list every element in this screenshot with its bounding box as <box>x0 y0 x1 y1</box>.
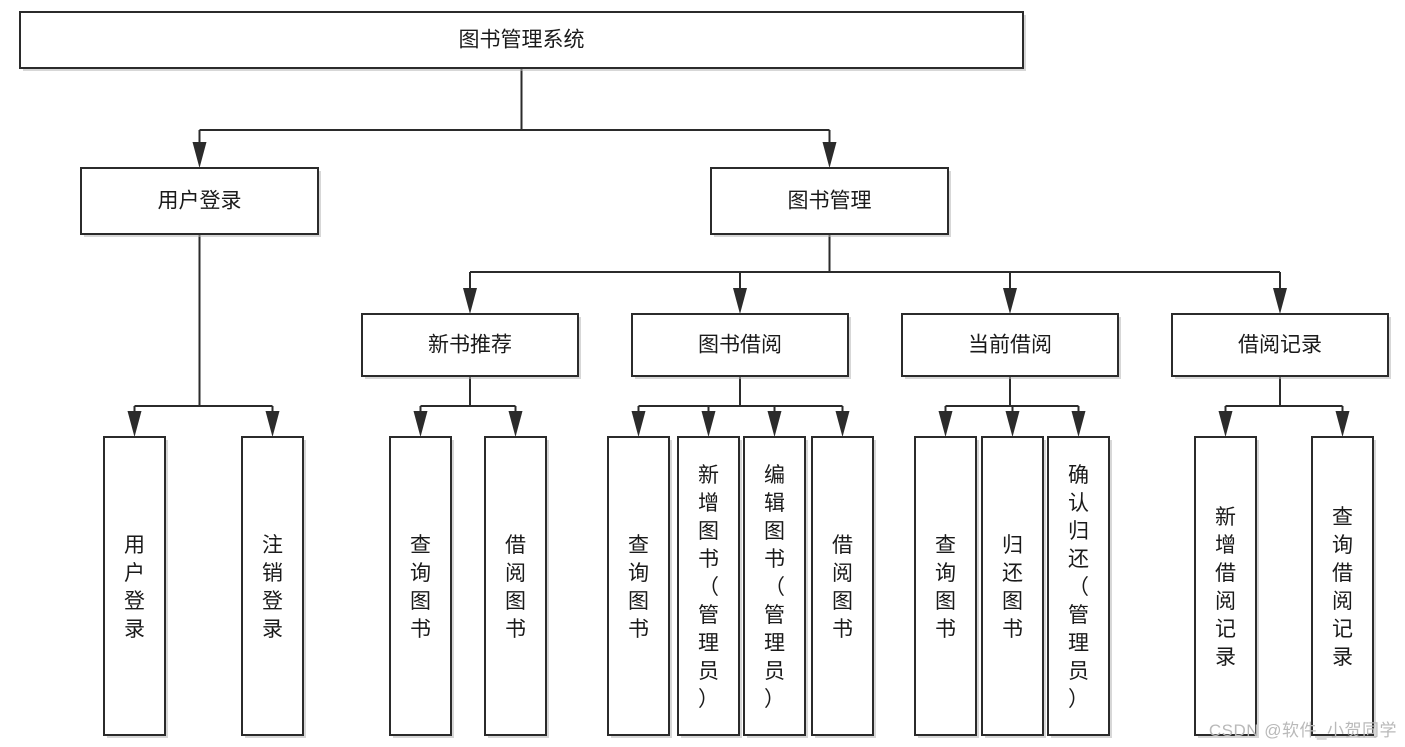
arrow-head-leaf-logout <box>265 411 280 437</box>
node-label-leaf-query-book-2: 查询图书 <box>628 534 649 641</box>
node-label-leaf-user-login: 用户登录 <box>124 534 145 641</box>
node-box-leaf-confirm-return[interactable] <box>1046 435 1111 737</box>
node-box-leaf-query-book-3[interactable] <box>913 435 978 737</box>
connector-group-bus-new-book <box>413 376 523 437</box>
node-leaf-query-book-1[interactable]: 查询图书 <box>388 435 454 738</box>
connector-group-bus-user-login <box>127 234 280 437</box>
node-label-book-borrow: 图书借阅 <box>698 334 782 357</box>
node-leaf-query-book-3[interactable]: 查询图书 <box>913 435 979 738</box>
node-new-book-recommend[interactable]: 新书推荐 <box>360 312 581 379</box>
arrow-head-leaf-borrow-book-2 <box>835 411 850 437</box>
node-leaf-add-record[interactable]: 新增借阅记录 <box>1193 435 1259 738</box>
node-label-leaf-logout: 注销登录 <box>262 534 283 641</box>
node-user-login[interactable]: 用户登录 <box>79 166 321 237</box>
arrow-head-leaf-query-book-3 <box>938 411 953 437</box>
arrow-head-leaf-query-book-1 <box>413 411 428 437</box>
node-leaf-return-book[interactable]: 归还图书 <box>980 435 1046 738</box>
node-box-leaf-return-book[interactable] <box>980 435 1045 737</box>
arrow-head-leaf-confirm-return <box>1071 411 1086 437</box>
connector-group-bus-borrow-record <box>1218 376 1350 437</box>
node-box-leaf-user-login[interactable] <box>102 435 167 737</box>
node-label-leaf-borrow-book-1: 借阅图书 <box>505 534 526 641</box>
arrow-head-current-borrow <box>1003 288 1017 314</box>
node-book-manage[interactable]: 图书管理 <box>709 166 951 237</box>
node-borrow-record[interactable]: 借阅记录 <box>1170 312 1391 379</box>
node-label-book-manage: 图书管理 <box>788 190 872 213</box>
node-label-leaf-query-record: 查询借阅记录 <box>1332 506 1353 669</box>
arrow-head-leaf-return-book <box>1005 411 1020 437</box>
connector-group-bus-root <box>192 68 837 168</box>
arrow-head-leaf-query-book-2 <box>631 411 646 437</box>
connector-group-bus-current-borrow <box>938 376 1086 437</box>
node-box-borrow-record[interactable] <box>1170 312 1390 378</box>
node-box-leaf-query-book-2[interactable] <box>606 435 671 737</box>
node-leaf-logout[interactable]: 注销登录 <box>240 435 306 738</box>
node-label-borrow-record: 借阅记录 <box>1238 334 1322 357</box>
node-box-new-book-recommend[interactable] <box>360 312 580 378</box>
arrow-head-book-borrow <box>733 288 747 314</box>
node-label-root: 图书管理系统 <box>459 29 585 52</box>
node-leaf-user-login[interactable]: 用户登录 <box>102 435 168 738</box>
node-box-leaf-add-book[interactable] <box>676 435 741 737</box>
node-box-leaf-borrow-book-2[interactable] <box>810 435 875 737</box>
arrow-head-user-login <box>192 142 207 168</box>
node-layer: 图书管理系统用户登录图书管理新书推荐图书借阅当前借阅借阅记录用户登录注销登录查询… <box>18 10 1391 738</box>
node-label-leaf-add-record: 新增借阅记录 <box>1215 506 1236 669</box>
arrow-head-borrow-record <box>1273 288 1287 314</box>
node-label-leaf-add-book: 新增图书（管理员） <box>698 464 719 711</box>
node-box-book-borrow[interactable] <box>630 312 850 378</box>
arrow-head-leaf-borrow-book-1 <box>508 411 523 437</box>
node-leaf-confirm-return[interactable]: 确认归还（管理员） <box>1046 435 1112 738</box>
node-box-leaf-query-record[interactable] <box>1310 435 1375 737</box>
node-label-leaf-edit-book: 编辑图书（管理员） <box>764 464 785 711</box>
arrow-head-leaf-add-book <box>701 411 716 437</box>
connector-group-bus-book-manage <box>463 234 1287 314</box>
arrow-head-new-book-recommend <box>463 288 477 314</box>
node-leaf-edit-book[interactable]: 编辑图书（管理员） <box>742 435 808 738</box>
node-leaf-borrow-book-2[interactable]: 借阅图书 <box>810 435 876 738</box>
arrow-head-leaf-query-record <box>1335 411 1350 437</box>
node-box-leaf-add-record[interactable] <box>1193 435 1258 737</box>
node-label-current-borrow: 当前借阅 <box>968 334 1052 357</box>
node-box-root[interactable] <box>18 10 1025 70</box>
arrow-head-leaf-edit-book <box>767 411 782 437</box>
connector-layer <box>127 68 1350 437</box>
node-leaf-borrow-book-1[interactable]: 借阅图书 <box>483 435 549 738</box>
node-label-new-book-recommend: 新书推荐 <box>428 334 512 357</box>
node-box-user-login[interactable] <box>79 166 320 236</box>
node-label-leaf-query-book-1: 查询图书 <box>410 534 431 641</box>
node-label-leaf-return-book: 归还图书 <box>1002 534 1023 641</box>
node-label-leaf-query-book-3: 查询图书 <box>935 534 956 641</box>
node-label-leaf-confirm-return: 确认归还（管理员） <box>1068 464 1089 711</box>
node-box-book-manage[interactable] <box>709 166 950 236</box>
node-box-leaf-borrow-book-1[interactable] <box>483 435 548 737</box>
node-box-current-borrow[interactable] <box>900 312 1120 378</box>
arrow-head-leaf-user-login <box>127 411 142 437</box>
node-label-user-login: 用户登录 <box>158 190 242 213</box>
node-box-leaf-logout[interactable] <box>240 435 305 737</box>
node-current-borrow[interactable]: 当前借阅 <box>900 312 1121 379</box>
node-root[interactable]: 图书管理系统 <box>18 10 1026 71</box>
node-label-leaf-borrow-book-2: 借阅图书 <box>832 534 853 641</box>
node-leaf-query-record[interactable]: 查询借阅记录 <box>1310 435 1376 738</box>
arrow-head-leaf-add-record <box>1218 411 1233 437</box>
arrow-head-book-manage <box>822 142 837 168</box>
connector-group-bus-book-borrow <box>631 376 850 437</box>
node-box-leaf-edit-book[interactable] <box>742 435 807 737</box>
node-box-leaf-query-book-1[interactable] <box>388 435 453 737</box>
node-leaf-add-book[interactable]: 新增图书（管理员） <box>676 435 742 738</box>
node-leaf-query-book-2[interactable]: 查询图书 <box>606 435 672 738</box>
node-book-borrow[interactable]: 图书借阅 <box>630 312 851 379</box>
